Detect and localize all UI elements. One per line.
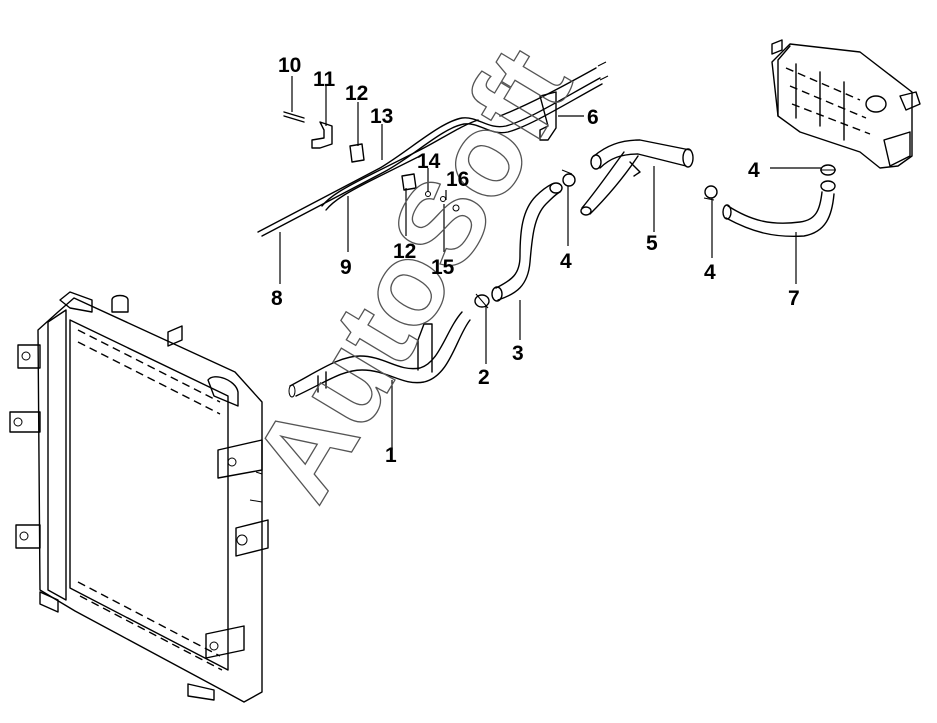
leader-lines: [279, 76, 822, 450]
callout-15: 15: [431, 256, 455, 279]
callout-6: 6: [587, 106, 599, 129]
fuel-lines: [257, 61, 609, 237]
callout-13: 13: [370, 105, 393, 128]
callout-16: 16: [446, 168, 469, 191]
callout-2: 2: [478, 366, 490, 389]
callout-4-right: 4: [704, 261, 716, 284]
radiator: [9, 291, 269, 703]
callout-8: 8: [271, 287, 283, 310]
callout-5: 5: [646, 232, 658, 255]
hose-clamp-4a: [561, 169, 576, 187]
callout-numbers: 10 11 12 13 14 16 12 15 9 8 6 5 4 4 4 7 …: [271, 54, 800, 467]
callout-11: 11: [313, 68, 336, 91]
engine-block: [771, 39, 921, 169]
hose-3: [491, 182, 563, 302]
pipe-5: [580, 139, 694, 216]
callout-4-top: 4: [748, 159, 760, 182]
callout-10: 10: [278, 54, 301, 77]
callout-1: 1: [385, 444, 397, 467]
callout-12-upper: 12: [345, 82, 368, 105]
pipe-1: [288, 311, 471, 398]
hose-clamp-4b: [703, 185, 718, 201]
callout-3: 3: [512, 342, 524, 365]
callout-14: 14: [417, 150, 441, 173]
callout-7: 7: [788, 287, 800, 310]
watermark-text: AutoSoft: [227, 26, 597, 521]
hose-7: [722, 180, 836, 238]
callout-4-middle: 4: [560, 250, 572, 273]
callout-12-lower: 12: [393, 240, 416, 263]
hose-clamp-2: [474, 293, 490, 309]
callout-9: 9: [340, 256, 352, 279]
hose-clamp-4c: [820, 164, 836, 176]
